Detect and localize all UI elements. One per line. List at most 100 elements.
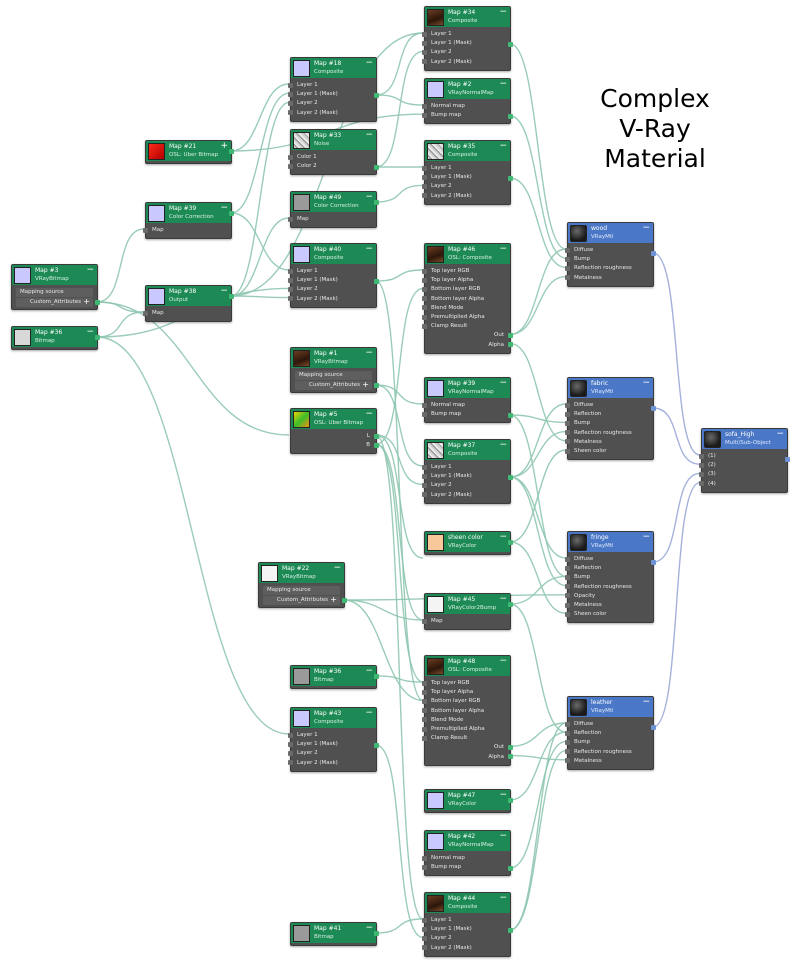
input-port[interactable] (422, 174, 427, 180)
input-port[interactable] (565, 402, 570, 408)
collapse-button[interactable]: − (220, 286, 228, 296)
output-port[interactable] (508, 413, 513, 418)
collapse-button[interactable]: − (642, 378, 650, 388)
collapse-button[interactable]: − (499, 244, 507, 254)
input-port[interactable] (288, 216, 293, 222)
input-port[interactable] (699, 462, 704, 468)
input-port[interactable] (565, 584, 570, 590)
collapse-button[interactable]: − (365, 708, 373, 718)
collapse-button[interactable]: − (333, 563, 341, 573)
output-port[interactable] (374, 279, 379, 284)
output-port[interactable] (508, 332, 513, 338)
input-port[interactable] (288, 286, 293, 292)
node-rollout[interactable]: Custom_Attributes+ (263, 595, 340, 606)
output-port[interactable] (374, 165, 379, 170)
input-port[interactable] (565, 439, 570, 445)
input-port[interactable] (565, 265, 570, 271)
input-port[interactable] (699, 471, 704, 477)
input-port[interactable] (565, 247, 570, 253)
output-port[interactable] (508, 866, 513, 871)
expand-rollout-button[interactable]: + (83, 297, 90, 307)
output-port[interactable] (785, 457, 790, 462)
input-port[interactable] (288, 277, 293, 283)
input-port[interactable] (422, 945, 427, 951)
input-port[interactable] (288, 760, 293, 766)
output-port[interactable] (508, 540, 513, 545)
input-port[interactable] (699, 481, 704, 487)
input-port[interactable] (422, 193, 427, 199)
collapse-button[interactable]: − (499, 790, 507, 800)
input-port[interactable] (422, 402, 427, 408)
collapse-button[interactable]: − (365, 666, 373, 676)
input-port[interactable] (565, 420, 570, 426)
collapse-button[interactable]: − (220, 203, 228, 213)
input-port[interactable] (422, 735, 427, 741)
node-rollout[interactable]: Mapping source (295, 371, 372, 380)
node-rollout[interactable]: Custom_Attributes+ (295, 380, 372, 391)
input-port[interactable] (422, 726, 427, 732)
input-port[interactable] (565, 758, 570, 764)
input-port[interactable] (565, 556, 570, 562)
input-port[interactable] (422, 59, 427, 65)
input-port[interactable] (422, 286, 427, 292)
input-port[interactable] (288, 296, 293, 302)
input-port[interactable] (422, 49, 427, 55)
output-port[interactable] (508, 928, 513, 933)
collapse-button[interactable]: − (499, 594, 507, 604)
output-port[interactable] (508, 475, 513, 480)
input-port[interactable] (565, 448, 570, 454)
input-port[interactable] (422, 482, 427, 488)
input-port[interactable] (288, 732, 293, 738)
collapse-button[interactable]: − (86, 265, 94, 275)
input-port[interactable] (422, 268, 427, 274)
input-port[interactable] (288, 154, 293, 160)
collapse-button[interactable]: − (365, 923, 373, 933)
input-port[interactable] (422, 411, 427, 417)
output-port[interactable] (651, 406, 656, 411)
collapse-button[interactable]: − (365, 130, 373, 140)
input-port[interactable] (699, 453, 704, 459)
input-port[interactable] (422, 708, 427, 714)
output-port[interactable] (508, 602, 513, 607)
input-port[interactable] (565, 275, 570, 281)
input-port[interactable] (422, 473, 427, 479)
input-port[interactable] (565, 739, 570, 745)
input-port[interactable] (288, 82, 293, 88)
output-port[interactable] (374, 743, 379, 748)
input-port[interactable] (422, 277, 427, 283)
output-port[interactable] (374, 442, 379, 448)
collapse-button[interactable]: − (499, 79, 507, 89)
